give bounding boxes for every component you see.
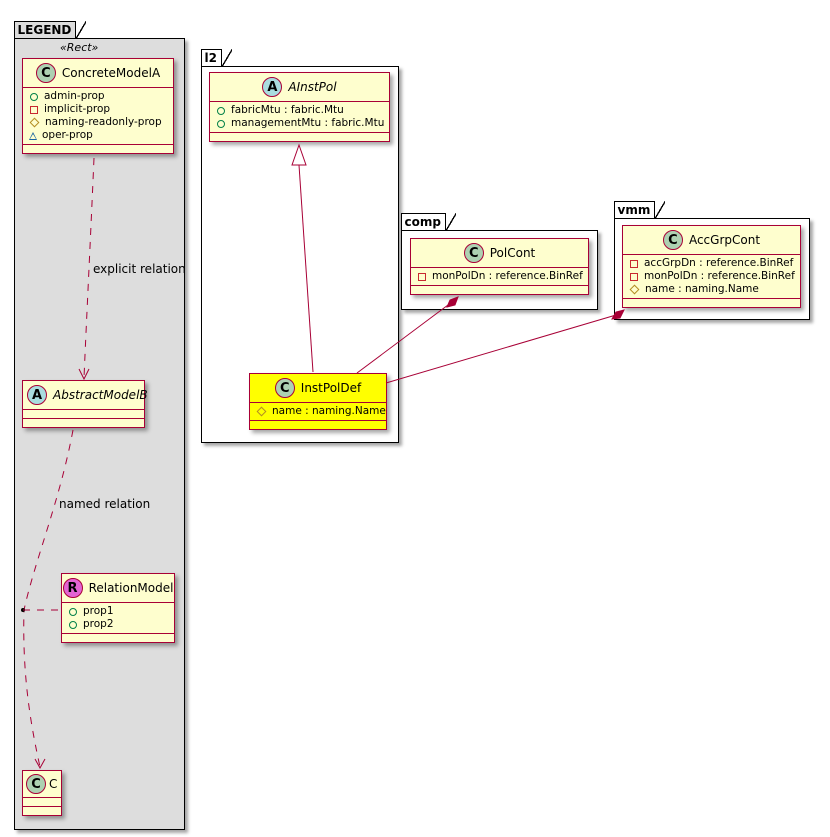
abstract-spot-icon: A — [27, 385, 47, 405]
attribute: monPolDn : reference.BinRef — [417, 270, 583, 283]
class-name: AccGrpCont — [688, 233, 761, 247]
generalization-arrowhead — [291, 143, 307, 166]
class-name: AInstPol — [288, 80, 337, 94]
class-attributes: name : naming.Name — [250, 403, 386, 421]
relation-spot-icon: R — [62, 578, 83, 598]
public-visibility-icon — [69, 620, 77, 629]
attribute: fabricMtu : fabric.Mtu — [216, 104, 383, 117]
named-relation-label: named relation — [59, 497, 151, 511]
attribute: accGrpDn : reference.BinRef — [629, 257, 794, 270]
composition-diamond-accgrpcont — [611, 309, 625, 320]
explicit-relation-arrowhead — [78, 368, 90, 381]
package-l2-tab: l2 — [200, 48, 233, 66]
class-accgrpcont[interactable]: C AccGrpCont accGrpDn : reference.BinRef… — [622, 225, 801, 308]
attribute: oper-prop — [29, 129, 167, 142]
attribute-text: implicit-prop — [44, 103, 111, 115]
public-visibility-icon — [217, 106, 225, 115]
class-concrete-model-a[interactable]: C ConcreteModelA admin-prop implicit-pro… — [22, 58, 174, 154]
class-attributes: admin-prop implicit-prop naming-readonly… — [23, 88, 173, 145]
public-visibility-icon — [30, 92, 38, 101]
legend-package: LEGEND — [13, 20, 185, 830]
package-vmm-tab: vmm — [613, 200, 666, 218]
composition-edge-accgrpcont[interactable] — [385, 314, 617, 384]
private-visibility-icon — [630, 272, 638, 281]
package-visibility-icon — [29, 131, 37, 140]
class-name: C — [49, 777, 58, 791]
class-spot-icon: C — [662, 230, 683, 250]
class-attributes: monPolDn : reference.BinRef — [411, 268, 588, 286]
attribute: naming-readonly-prop — [29, 116, 167, 129]
attribute-text: prop2 — [83, 618, 114, 630]
class-name: AbstractModelB — [53, 388, 148, 402]
class-spot-icon: C — [35, 63, 56, 83]
class-attributes: prop1 prop2 — [62, 603, 174, 634]
class-instpoldef[interactable]: C InstPolDef name : naming.Name — [249, 373, 387, 430]
class-name: RelationModel — [88, 581, 174, 595]
attribute: implicit-prop — [29, 103, 167, 116]
class-relation-model[interactable]: R RelationModel prop1 prop2 — [61, 573, 175, 643]
class-name: ConcreteModelA — [61, 66, 161, 80]
package-comp-tab: comp — [400, 212, 457, 230]
class-ainstpol[interactable]: A AInstPol fabricMtu : fabric.Mtu manage… — [209, 72, 390, 142]
named-relation-edge[interactable] — [23, 429, 74, 768]
legend-stereotype: «Rect» — [60, 41, 99, 54]
abstract-spot-icon: A — [262, 77, 283, 97]
attribute-text: name : naming.Name — [272, 405, 386, 417]
attribute-text: monPolDn : reference.BinRef — [432, 270, 583, 282]
attribute-text: name : naming.Name — [645, 283, 759, 295]
class-attributes: accGrpDn : reference.BinRef monPolDn : r… — [623, 255, 800, 299]
class-attributes — [23, 410, 144, 419]
named-relation-arrowhead — [34, 758, 46, 770]
class-spot-icon: C — [26, 774, 46, 794]
explicit-relation-label: explicit relation — [93, 262, 186, 276]
public-visibility-icon — [217, 119, 225, 128]
composition-edge-polcont[interactable] — [356, 301, 453, 374]
legend-package-tab: LEGEND — [13, 20, 87, 38]
class-attributes: fabricMtu : fabric.Mtu managementMtu : f… — [210, 102, 389, 133]
attribute-text: naming-readonly-prop — [45, 116, 162, 128]
attribute-text: oper-prop — [42, 129, 93, 141]
attribute: managementMtu : fabric.Mtu — [216, 117, 385, 130]
attribute: prop1 — [68, 605, 168, 618]
class-attributes — [23, 798, 61, 807]
public-visibility-icon — [69, 607, 77, 616]
attribute-text: monPolDn : reference.BinRef — [644, 270, 795, 282]
attribute-text: admin-prop — [44, 90, 105, 102]
private-visibility-icon — [630, 259, 638, 268]
class-name: PolCont — [489, 246, 536, 260]
attribute: admin-prop — [29, 90, 167, 103]
attribute: name : naming.Name — [629, 283, 794, 296]
attribute: prop2 — [68, 618, 168, 631]
class-c[interactable]: C C — [22, 770, 62, 816]
explicit-relation-edge[interactable] — [83, 157, 95, 379]
private-visibility-icon — [418, 272, 426, 281]
class-polcont[interactable]: C PolCont monPolDn : reference.BinRef — [410, 238, 589, 295]
composition-diamond-polcont — [446, 296, 459, 308]
attribute: monPolDn : reference.BinRef — [629, 270, 795, 283]
private-visibility-icon — [30, 105, 38, 114]
class-spot-icon: C — [463, 243, 484, 263]
class-spot-icon: C — [274, 378, 295, 398]
attribute-text: fabricMtu : fabric.Mtu — [231, 104, 344, 116]
generalization-edge[interactable] — [298, 164, 314, 373]
attribute-text: prop1 — [83, 605, 114, 617]
class-abstract-model-b[interactable]: A AbstractModelB — [22, 380, 148, 428]
attribute-text: accGrpDn : reference.BinRef — [644, 257, 794, 269]
attribute-text: managementMtu : fabric.Mtu — [231, 117, 385, 129]
class-name: InstPolDef — [300, 381, 362, 395]
attribute: name : naming.Name — [256, 405, 386, 418]
